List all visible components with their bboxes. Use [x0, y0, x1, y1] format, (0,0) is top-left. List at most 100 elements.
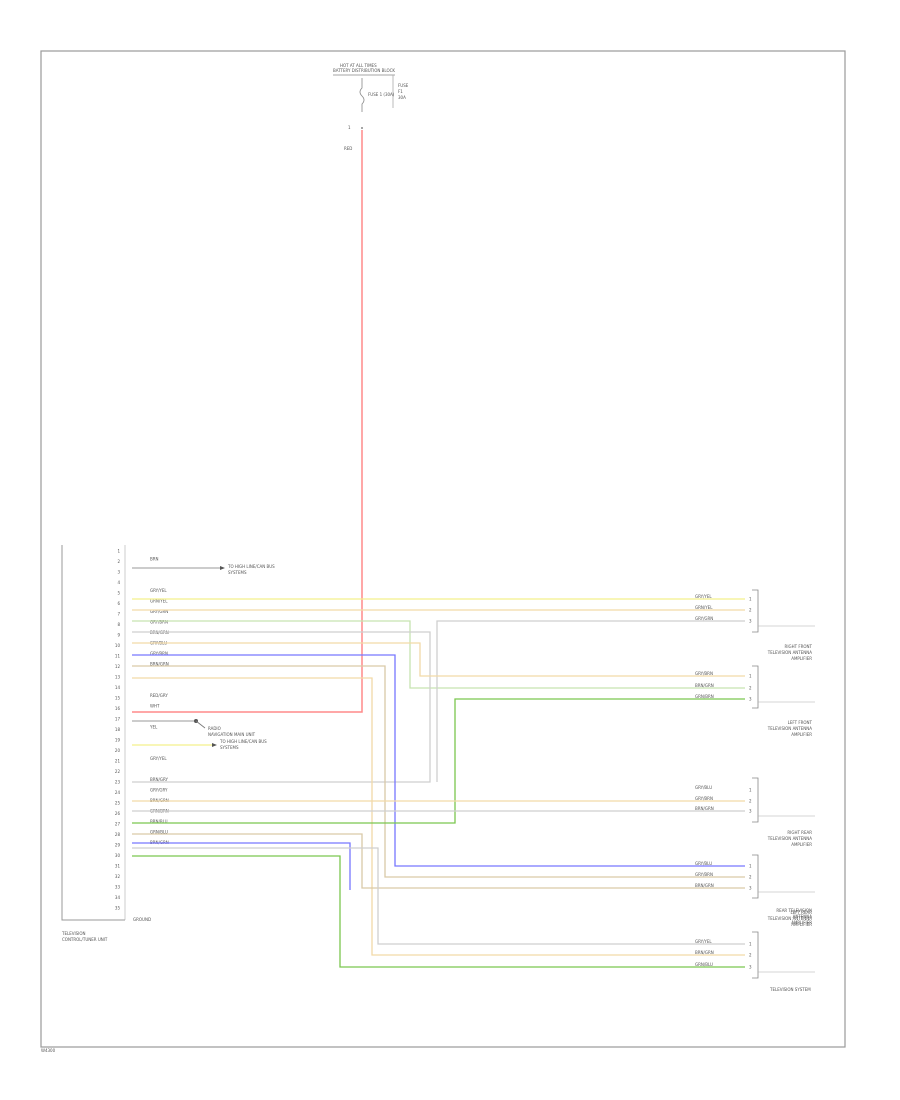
pin-number: 13 [115, 675, 121, 680]
connector-bracket [752, 665, 759, 709]
antenna-wire-label: GRY/YEL [695, 939, 712, 944]
fuse-label: FUSE [398, 83, 409, 88]
pin-number: 17 [115, 717, 121, 722]
fuse-side-label: FUSE 1 (30A) [368, 92, 395, 97]
fuse-rating: 30A [398, 95, 406, 100]
pin-number: 9 [117, 633, 120, 638]
connector-radio: RADIO NAVIGATION MAIN UNIT [132, 719, 256, 737]
antenna-pin: 2 [749, 608, 752, 613]
pin-number: 4 [117, 580, 120, 585]
pin-number: 29 [115, 843, 121, 848]
fuse-symbol [359, 78, 365, 112]
pin-number: 20 [115, 748, 121, 753]
pin-wire-label: BRN [150, 557, 159, 562]
wire-pin12-rear [132, 677, 745, 956]
pin-number: 5 [117, 591, 120, 596]
antenna-name: LEFT FRONT [788, 720, 813, 725]
antenna-pin: 1 [749, 942, 752, 947]
pin-number: 15 [115, 696, 121, 701]
wire-pin29-rear3 [132, 855, 745, 968]
antenna-wire-label: GRY/BRN [695, 872, 713, 877]
antenna-wire-label: BRN/GRN [695, 883, 714, 888]
pin-wire-label: GRY/GRY [150, 788, 168, 793]
pin-number: 27 [115, 822, 121, 827]
connector-top-line2: SYSTEMS [228, 570, 247, 575]
pin-number: 19 [115, 738, 121, 743]
bottom-right-label: TELEVISION SYSTEM [769, 987, 811, 992]
pin-wire-label: GRY/GRN [150, 609, 168, 614]
antenna-pin: 1 [749, 864, 752, 869]
antenna-name: TELEVISION ANTENNA [767, 916, 812, 921]
pin-number: 26 [115, 811, 121, 816]
fuse-terminal [361, 127, 363, 129]
pin-number: 16 [115, 706, 121, 711]
pin-number: 31 [115, 864, 121, 869]
connector-radio-line1: RADIO [208, 726, 221, 731]
wire-pin11-rrb [132, 665, 745, 878]
wire-pin27-rr3b [132, 842, 351, 890]
pin-number: 22 [115, 769, 121, 774]
pin-number: 23 [115, 780, 121, 785]
pin-wire-label: BRN/GRN [150, 662, 169, 667]
antenna-wire-label: GRN/YEL [695, 605, 713, 610]
antenna-wire-label: GRN/BRN [695, 694, 714, 699]
antenna-wire-label: GRY/GRN [695, 616, 713, 621]
pin-number: 34 [115, 895, 121, 900]
connector-bottom-line2: SYSTEMS [220, 745, 239, 750]
fuse-id: F1 [398, 89, 403, 94]
antenna-name: LEFT REAR [790, 910, 812, 915]
connector-bottom-line1: TO HIGH LINE/CAN BUS [219, 739, 267, 744]
pin-number: 25 [115, 801, 121, 806]
connector-bracket [752, 777, 759, 823]
footer-id: W4300 [41, 1048, 56, 1053]
wire-pin28-rear1 [132, 847, 745, 945]
antenna-name: AMPLIFIER [791, 732, 812, 737]
wire-pin8-lf3 [132, 631, 431, 783]
pin-number: 28 [115, 832, 121, 837]
antenna-wire-label: BRN/GRN [695, 683, 714, 688]
pin-number: 3 [117, 570, 120, 575]
module-name-line1: TELEVISION [61, 931, 86, 936]
fuse-block: HOT AT ALL TIMES BATTERY DISTRIBUTION BL… [333, 63, 409, 151]
pin-number: 24 [115, 790, 121, 795]
pin-number: 21 [115, 759, 121, 764]
pin-number: 12 [115, 664, 121, 669]
pin-number: 33 [115, 885, 121, 890]
antenna-pin: 3 [749, 809, 752, 814]
connector-bracket [752, 589, 759, 633]
pin-wire-label: BRN/GRY [150, 777, 168, 782]
fuse-wire-label: RED [344, 146, 352, 151]
pin-number: 18 [115, 727, 121, 732]
antenna-name: AMPLIFIER [791, 842, 812, 847]
antenna-wire-label: BRN/GRN [695, 806, 714, 811]
connector-radio-stub [195, 720, 206, 729]
antenna-name: TELEVISION ANTENNA [767, 726, 812, 731]
pin-number: 8 [117, 622, 120, 627]
pin-number: 30 [115, 853, 121, 858]
antenna-name: RIGHT FRONT [785, 644, 813, 649]
pin-wire-label: GRY/YEL [150, 588, 167, 593]
pin-wire-label: GRY/BRN [150, 651, 168, 656]
pin-number: 7 [117, 612, 120, 617]
wire-pin10-rr1 [132, 654, 745, 867]
antenna-name: AMPLIFIER [791, 656, 812, 661]
antenna-name: AMPLIFIER [791, 920, 812, 925]
antenna-wire-label: BRN/GRN [695, 950, 714, 955]
pin-wire-label: RED/GRY [150, 693, 168, 698]
wire-rf3 [436, 620, 745, 782]
arrow-right-icon [220, 566, 225, 570]
connector-radio-line2: NAVIGATION MAIN UNIT [208, 732, 256, 737]
antenna-pin: 1 [749, 597, 752, 602]
antenna-pin: 1 [749, 674, 752, 679]
antenna-pin: 2 [749, 875, 752, 880]
pin-number: 11 [115, 654, 121, 659]
fuse-title: HOT AT ALL TIMES [340, 63, 377, 68]
antenna-wire-label: GRY/BLU [695, 785, 712, 790]
antenna-pin: 2 [749, 686, 752, 691]
module-outline [61, 545, 125, 921]
